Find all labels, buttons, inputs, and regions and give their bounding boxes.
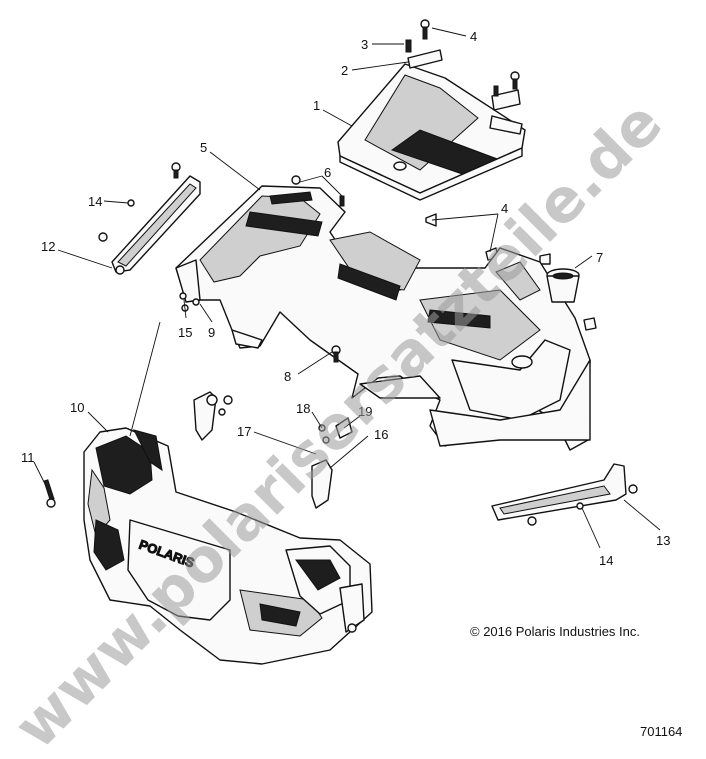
- callout: 10: [70, 400, 84, 415]
- part-front-cab: [175, 185, 591, 451]
- part-hood-lid: [337, 63, 526, 201]
- part-left-bracket: [98, 162, 201, 275]
- callout: 12: [41, 239, 55, 254]
- copyright-note: © 2016 Polaris Industries Inc.: [470, 624, 640, 639]
- part-brackets-clips: [193, 391, 353, 509]
- callout: 17: [237, 424, 251, 439]
- callout: 8: [284, 369, 291, 384]
- callout: 18: [296, 401, 310, 416]
- part-front-fascia: [83, 427, 373, 665]
- callout: 14: [88, 194, 102, 209]
- callout: 9: [208, 325, 215, 340]
- callout: 19: [358, 404, 372, 419]
- callout: 7: [596, 250, 603, 265]
- callout: 3: [361, 37, 368, 52]
- callout: 15: [178, 325, 192, 340]
- leader-lines: [33, 27, 661, 549]
- part-screw-11: [43, 479, 56, 508]
- part-cup-holder: [546, 268, 580, 303]
- callout-labels: 1 2 3 4 4 5 6 7 8 9 10 11 12 13 14 14 15…: [21, 29, 670, 568]
- callout: 11: [21, 450, 35, 465]
- part-hinge-plate: [407, 49, 521, 111]
- callout: 5: [200, 140, 207, 155]
- part-screws: [405, 19, 597, 331]
- callout: 1: [313, 98, 320, 113]
- drawing-number: 701164: [640, 724, 682, 739]
- callout: 2: [341, 63, 348, 78]
- callout: 14: [599, 553, 613, 568]
- callout: 4: [501, 201, 508, 216]
- callout: 6: [324, 165, 331, 180]
- part-right-bracket: [491, 463, 638, 526]
- callout: 4: [470, 29, 477, 44]
- callout: 13: [656, 533, 670, 548]
- callout: 16: [374, 427, 388, 442]
